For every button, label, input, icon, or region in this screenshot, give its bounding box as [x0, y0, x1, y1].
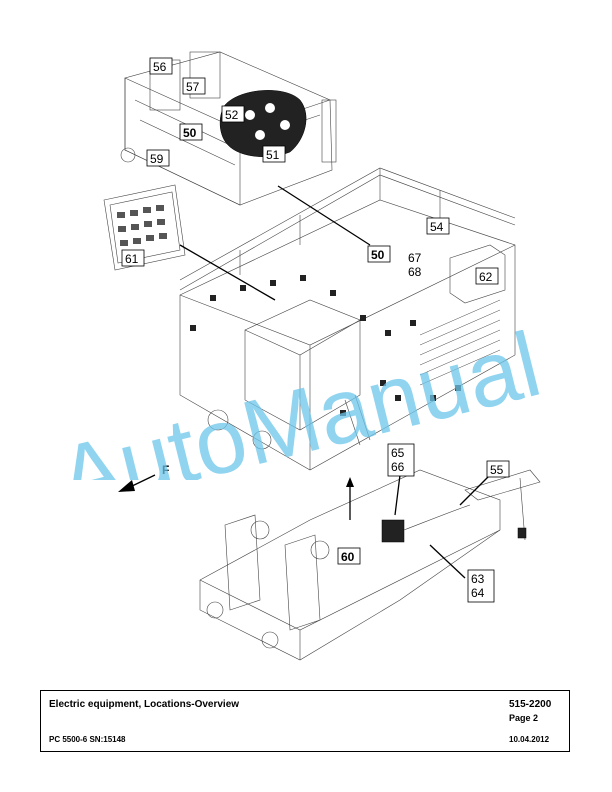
callout-62: 62	[479, 270, 493, 284]
callout-60: 60	[341, 550, 355, 564]
title-block: Electric equipment, Locations-Overview 5…	[40, 690, 570, 752]
parts-diagram: F 56 57 52 50 51 59 50 54 61 67 68 62	[103, 51, 541, 661]
document-number: 515-2200	[509, 699, 552, 710]
callout-51: 51	[266, 148, 280, 162]
watermark: AutoManual	[49, 330, 550, 480]
machine-model: PC 5500-6 SN:15148	[49, 735, 126, 744]
callout-68: 68	[408, 265, 422, 279]
callout-67: 67	[408, 251, 422, 265]
callout-52: 52	[225, 108, 239, 122]
callout-54: 54	[430, 220, 444, 234]
callout-61: 61	[125, 252, 139, 266]
callout-66: 66	[391, 460, 405, 474]
direction-label: F	[162, 463, 169, 477]
page-number: Page 2	[509, 713, 539, 723]
callout-63: 63	[471, 572, 485, 586]
callout-50-middle: 50	[371, 248, 385, 262]
callout-64: 64	[471, 586, 485, 600]
drawing-title: Electric equipment, Locations-Overview	[49, 699, 240, 710]
callout-65: 65	[391, 446, 405, 460]
callouts: 56 57 52 50 51 59 50 54 61 67 68 62 65 6…	[121, 57, 510, 603]
issue-date: 10.04.2012	[509, 735, 550, 744]
callout-59: 59	[150, 152, 164, 166]
callout-56: 56	[153, 60, 167, 74]
watermark-text: AutoManual	[49, 330, 550, 480]
undercarriage-drawing	[199, 469, 541, 661]
front-direction-indicator: F	[118, 463, 169, 492]
control-cabinet-drawing	[103, 184, 186, 271]
callout-50-top: 50	[183, 126, 197, 140]
engine-module-drawing	[120, 51, 337, 206]
leader-lines	[179, 185, 491, 579]
superstructure-drawing	[179, 167, 516, 471]
callout-55: 55	[490, 463, 504, 477]
callout-57: 57	[186, 80, 200, 94]
